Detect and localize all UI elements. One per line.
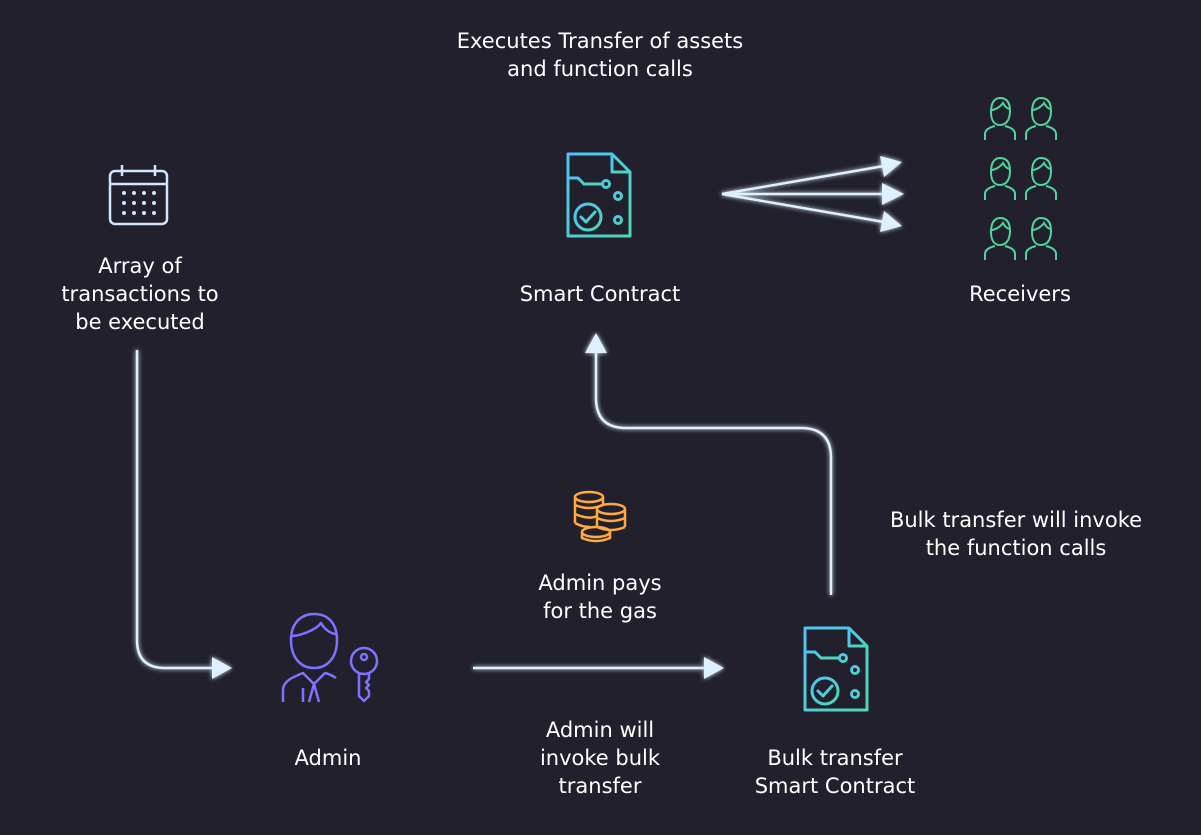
- admin-label: Admin: [294, 746, 362, 770]
- person-icon: [1025, 217, 1057, 261]
- bulk-contract-icon: [803, 626, 869, 712]
- arrow-contract-to-receiver-1: [721, 164, 885, 196]
- smart-contract-label: Smart Contract: [519, 282, 681, 306]
- smart-contract-icon: [566, 152, 632, 238]
- person-icon: [984, 157, 1016, 201]
- arrowhead-bulk: [704, 657, 724, 679]
- arrowheads: [212, 156, 904, 679]
- bulk-contract-label: Bulk transfer Smart Contract: [754, 746, 916, 798]
- coins-icon: [573, 490, 627, 543]
- admin-invoke-label: Admin will invoke bulk transfer: [539, 718, 661, 798]
- arrowhead-receiver-3: [880, 211, 902, 232]
- executes-transfer-label: Executes Transfer of assets and function…: [456, 29, 744, 81]
- receivers-label: Receivers: [969, 282, 1071, 306]
- person-icon: [984, 97, 1016, 141]
- arrow-contract-to-receiver-3: [721, 192, 885, 224]
- gas-label: Admin pays for the gas: [538, 571, 662, 623]
- arrowhead-contract: [585, 333, 607, 353]
- bulk-invoke-label: Bulk transfer will invoke the function c…: [889, 508, 1143, 560]
- key-icon: [349, 646, 379, 703]
- receivers-group: [984, 97, 1057, 261]
- calendar-icon: [108, 165, 169, 226]
- person-icon: [1025, 97, 1057, 141]
- array-transactions-label: Array of transactions to be executed: [61, 254, 219, 334]
- admin-person-icon: [281, 612, 339, 703]
- arrowhead-receiver-2: [882, 183, 904, 205]
- connectors: [135, 164, 885, 670]
- arrow-bulk-to-contract: [594, 353, 833, 595]
- person-icon: [984, 217, 1016, 261]
- arrowhead-receiver-1: [880, 156, 902, 177]
- arrow-array-to-admin: [135, 350, 212, 670]
- person-icon: [1025, 157, 1057, 201]
- arrowhead-admin: [212, 657, 232, 679]
